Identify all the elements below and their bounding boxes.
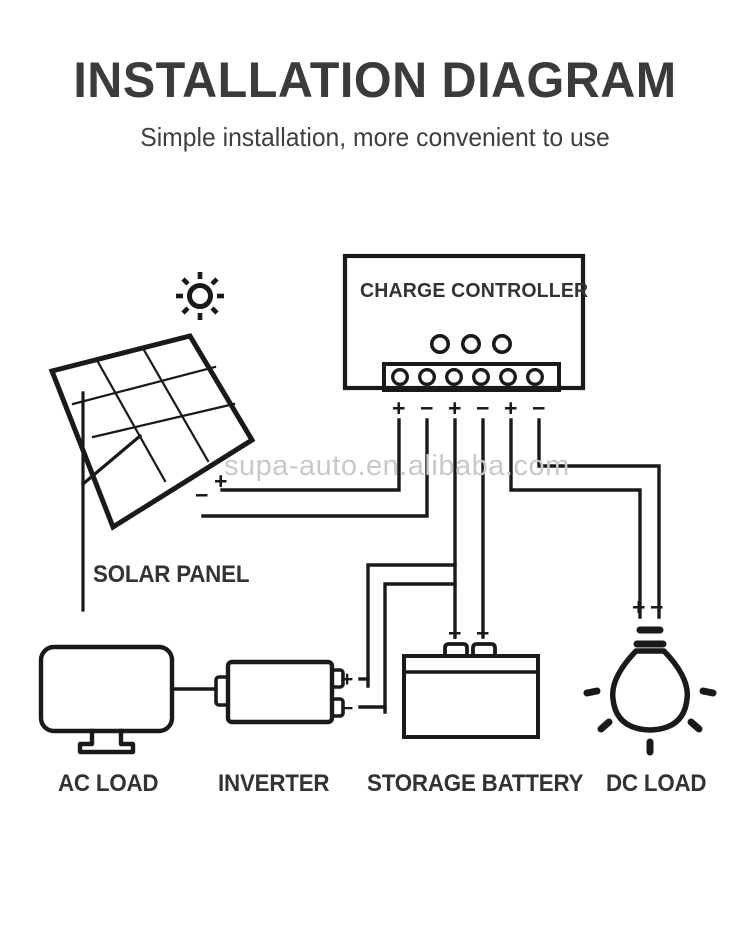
controller-terminal-3-polarity: +: [448, 395, 462, 421]
wire-battery-positive: [366, 418, 457, 688]
sun-icon: [176, 272, 224, 320]
ac-load-label: AC LOAD: [58, 770, 159, 797]
battery-positive-sign: +: [448, 620, 462, 646]
dc-load-icon: [583, 626, 717, 756]
inverter-icon: [214, 659, 387, 725]
battery-negative-sign: −: [476, 620, 490, 646]
wire-dcload-negative: [537, 418, 661, 619]
wire-solar-positive: [220, 418, 401, 492]
solar-panel-label: SOLAR PANEL: [93, 561, 250, 588]
inverter-positive-sign: +: [341, 668, 354, 691]
charge-controller-icon: [342, 253, 586, 392]
page-title: INSTALLATION DIAGRAM: [73, 52, 677, 108]
storage-battery-label: STORAGE BATTERY: [367, 770, 584, 797]
inverter-label: INVERTER: [218, 770, 330, 797]
controller-terminal-6-polarity: −: [532, 395, 546, 421]
ac-load-icon: [38, 644, 175, 755]
controller-terminal-2-polarity: −: [420, 395, 434, 421]
solar-panel-negative-sign: −: [195, 482, 209, 508]
page-subtitle: Simple installation, more convenient to …: [140, 122, 610, 152]
wire-dcload-positive: [509, 418, 642, 619]
dc-load-label: DC LOAD: [606, 770, 707, 797]
controller-terminal-4-polarity: −: [476, 395, 490, 421]
controller-terminal-1-polarity: +: [392, 395, 406, 421]
solar-panel-icon: [48, 333, 256, 612]
solar-panel-positive-sign: +: [214, 468, 228, 494]
dc-load-negative-sign: −: [650, 594, 664, 620]
wire-battery-negative: [383, 418, 485, 714]
storage-battery-icon: [402, 642, 540, 739]
wire-solar-negative: [201, 418, 429, 518]
dc-load-positive-sign: +: [632, 594, 646, 620]
charge-controller-label: CHARGE CONTROLLER: [360, 279, 589, 302]
controller-terminal-5-polarity: +: [504, 395, 518, 421]
inverter-negative-sign: −: [341, 697, 354, 720]
